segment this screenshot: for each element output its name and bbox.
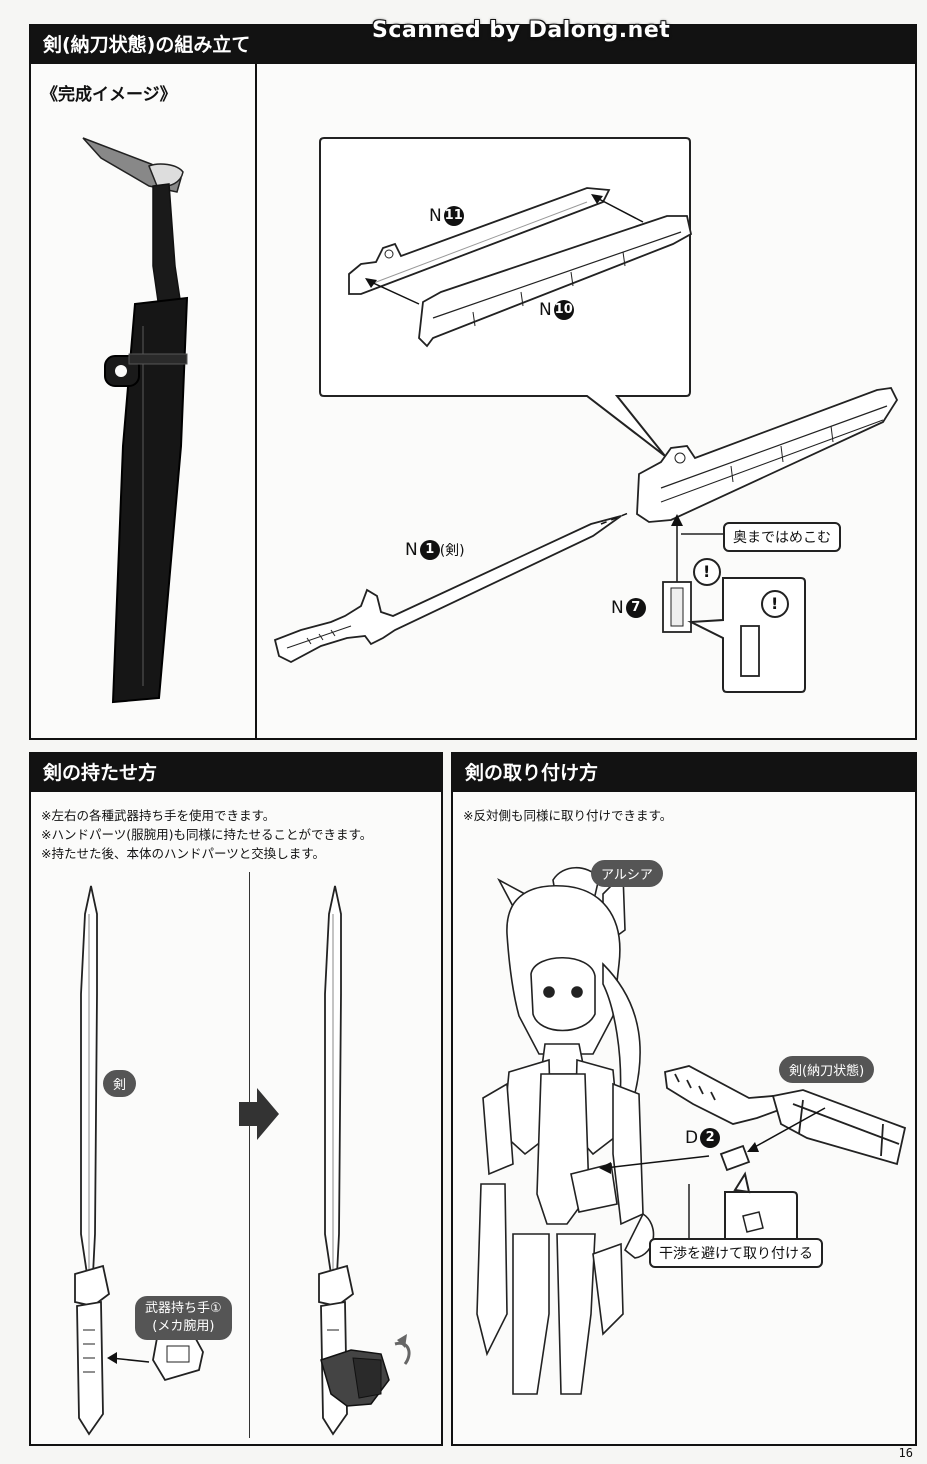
page-number: 16 [898,1446,913,1460]
holding-illustrations [74,885,411,1436]
sword-illustration-left [74,885,111,1436]
attach-section: 剣の取り付け方 ※反対側も同様に取り付けできます。 [451,752,917,1446]
completed-image-subtitle: 《完成イメージ》 [41,85,177,105]
sheathed-sword-label: 剣(納刀状態) [779,1056,875,1083]
assembly-illustrations [82,137,899,704]
holding-note-2: ※ハンドパーツ(服腕用)も同様に持たせることができます。 [41,827,373,842]
completed-sword-illustration [82,137,189,704]
holding-section: 剣の持たせ方 ※左右の各種武器持ち手を使用できます。 ※ハンドパーツ(服腕用)も… [29,752,443,1446]
transition-arrow [239,1088,279,1140]
holding-divider [249,872,250,1438]
assembly-header: 剣(納刀状態)の組み立て [31,26,915,64]
sword-illustration-right [318,885,411,1436]
assembled-scabbard-illustration [636,387,899,523]
watermark: Scanned by Dalong.net [372,18,671,43]
holding-header: 剣の持たせ方 [31,754,441,792]
attach-illustrations [476,866,907,1395]
part-n10-illustration [418,215,693,348]
part-n11-illustration [348,187,611,295]
exclaim-mark-2: ! [771,594,779,613]
column-divider [255,64,257,740]
attach-header: 剣の取り付け方 [453,754,915,792]
character-figure-illustration [476,866,655,1395]
assembly-section: 剣(納刀状態)の組み立て 《完成イメージ》 [29,24,917,740]
holding-notes: ※左右の各種武器持ち手を使用できます。 ※ハンドパーツ(服腕用)も同様に持たせる… [41,806,372,863]
number-badge-10: 10 [553,300,574,320]
holding-note-3: ※持たせた後、本体のハンドパーツと交換します。 [41,846,325,861]
exclaim-mark-1: ! [703,562,711,581]
hand-part-label: 武器持ち手①(メカ腕用) [135,1296,232,1340]
number-badge-7: 7 [625,598,646,618]
number-badge-1: 1 [419,540,440,560]
sword-label: 剣 [103,1070,137,1097]
number-badge-d2: 2 [700,1128,721,1148]
push-in-note: 奥まではめこむ [723,522,841,552]
character-label: アルシア [591,860,663,887]
attach-note: ※反対側も同様に取り付けできます。 [463,808,673,823]
avoid-interference-note: 干渉を避けて取り付ける [649,1238,823,1268]
sword-n1-illustration [273,515,622,664]
number-badge-11: 11 [443,206,464,226]
holding-note-1: ※左右の各種武器持ち手を使用できます。 [41,808,276,823]
part-d2-illustration [719,1144,751,1172]
sheathed-sword-illustration [664,1065,907,1166]
